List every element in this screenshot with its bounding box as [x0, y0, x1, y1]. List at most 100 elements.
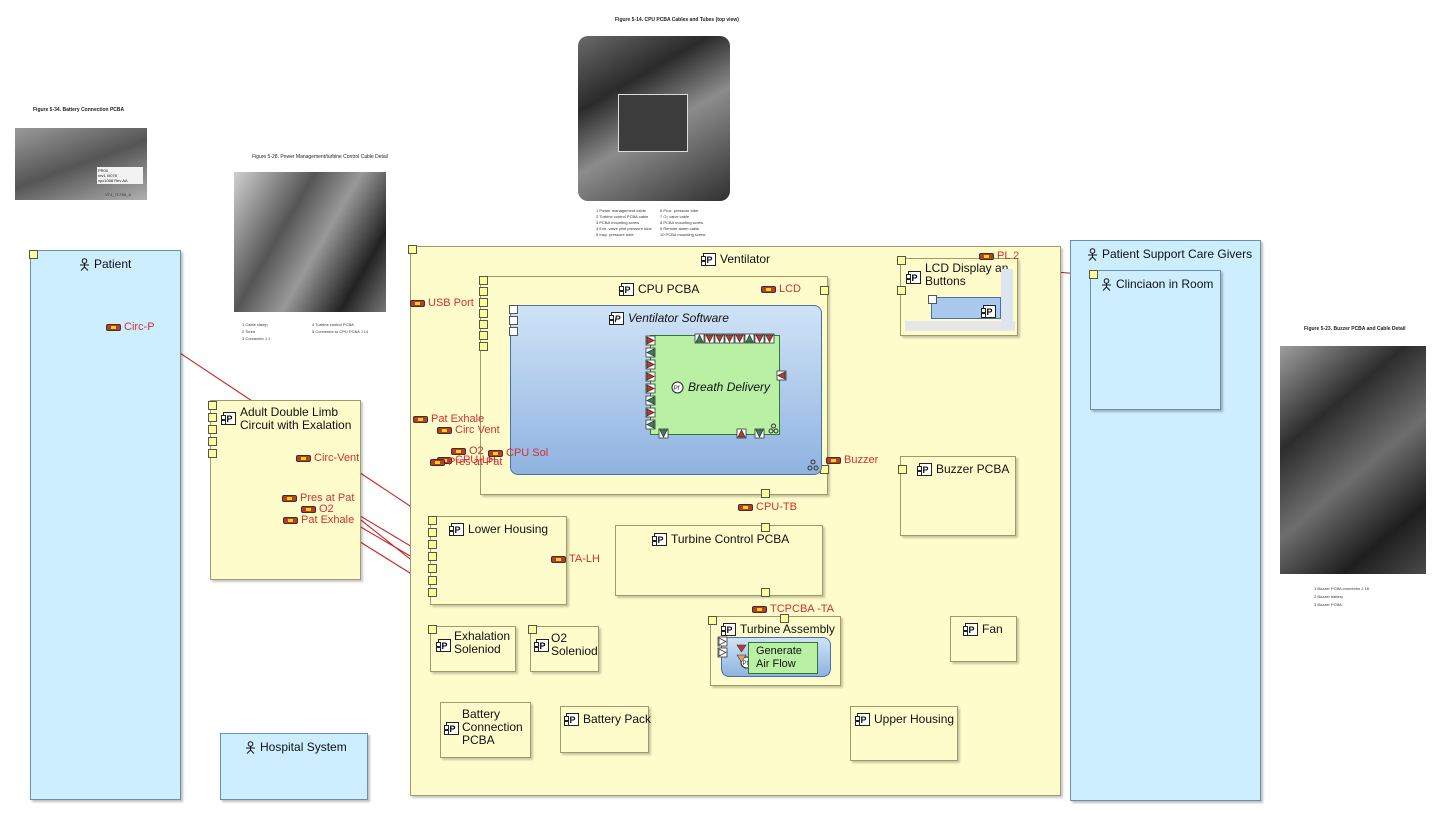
- legend-item: 1 Power management cable: [596, 208, 646, 213]
- exhalation-solenoid-part[interactable]: P Exhalation Soleniod: [430, 626, 516, 672]
- port[interactable]: [897, 286, 906, 295]
- port[interactable]: [408, 245, 417, 254]
- port[interactable]: [428, 540, 437, 549]
- part-icon: P: [449, 522, 464, 536]
- port[interactable]: [428, 516, 437, 525]
- flow-o2[interactable]: O2: [451, 445, 484, 457]
- cable-icon: [301, 505, 316, 513]
- breath-delivery-part[interactable]: Pf Breath Delivery: [650, 335, 780, 435]
- port[interactable]: [479, 276, 488, 285]
- port[interactable]: [208, 413, 217, 422]
- port[interactable]: [820, 286, 829, 295]
- flow-o2-left[interactable]: O2: [301, 503, 334, 515]
- port[interactable]: [208, 437, 217, 446]
- port[interactable]: [479, 320, 488, 329]
- flow-pl2[interactable]: PL 2: [979, 250, 1019, 262]
- port[interactable]: [208, 449, 217, 458]
- adult-circuit-part[interactable]: P Adult Double Limb Circuit with Exalati…: [210, 400, 361, 580]
- lower-housing-title-row: P Lower Housing: [449, 522, 548, 536]
- port[interactable]: [208, 425, 217, 434]
- buzzer-pcba-part[interactable]: P Buzzer PCBA: [900, 456, 1016, 536]
- flow-circ-p[interactable]: Circ-P: [106, 321, 155, 333]
- flow-circ-vent-left[interactable]: Circ-Vent: [296, 452, 359, 464]
- port[interactable]: [428, 588, 437, 597]
- generate-air-flow-part[interactable]: Pf Generate Air Flow: [721, 637, 831, 677]
- flow-usb-port[interactable]: USB Port: [410, 297, 474, 309]
- title-line: PCBA: [462, 733, 495, 747]
- lower-housing-part[interactable]: P Lower Housing: [430, 516, 567, 605]
- port[interactable]: [208, 401, 217, 410]
- port[interactable]: [479, 342, 488, 351]
- turbine-assembly-part[interactable]: P Turbine Assembly Pf Generate Air Flow: [710, 616, 841, 686]
- port[interactable]: [428, 564, 437, 573]
- port[interactable]: [428, 528, 437, 537]
- turbine-ports: [717, 636, 728, 658]
- flow-buzzer[interactable]: Buzzer: [826, 454, 878, 466]
- port[interactable]: [897, 256, 906, 265]
- port[interactable]: [898, 465, 907, 474]
- battery-pack-part[interactable]: P Battery Pack: [560, 706, 651, 753]
- patient-actor[interactable]: Patient: [30, 250, 181, 800]
- flow-cpu-tb[interactable]: CPU-TB: [738, 501, 797, 513]
- clinician-actor[interactable]: Clinciaon in Room: [1090, 270, 1221, 410]
- port[interactable]: [761, 489, 770, 498]
- flow-cpu-sol[interactable]: CPU Sol: [488, 447, 548, 459]
- part-icon: P: [981, 302, 996, 320]
- port[interactable]: [428, 552, 437, 561]
- flow-pres-at-pat[interactable]: Pres at Pat: [430, 456, 502, 468]
- board-label-line: vpc1058 Rev AA: [98, 178, 128, 183]
- legend-item: 1 Buzzer PCBA connector J 18: [1314, 586, 1369, 591]
- buzzer-figure-caption: Figure 5-23. Buzzer PCBA and Cable Detai…: [1304, 326, 1406, 332]
- title-line: LCD Display an: [925, 261, 1009, 275]
- flow-port-in: [646, 336, 655, 345]
- port[interactable]: [479, 309, 488, 318]
- port[interactable]: [780, 614, 789, 623]
- lcd-inner-software[interactable]: P: [931, 297, 1001, 319]
- board-label-line: PR00: [98, 168, 109, 173]
- turbine-control-pcba-part[interactable]: P Turbine Control PCBA: [615, 525, 823, 596]
- port[interactable]: [479, 287, 488, 296]
- part-icon-glyph: P: [221, 412, 236, 425]
- port[interactable]: [928, 295, 937, 304]
- fan-part[interactable]: P Fan: [950, 616, 1017, 662]
- part-icon: P: [221, 409, 236, 427]
- port[interactable]: [479, 331, 488, 340]
- flow-lcd[interactable]: LCD: [761, 283, 801, 295]
- part-icon: P: [701, 252, 716, 266]
- flow-ta-lh[interactable]: TA-LH: [551, 553, 600, 565]
- port[interactable]: [509, 305, 518, 314]
- port[interactable]: [509, 327, 518, 336]
- cpu-figure-caption: Figure 5-14. CPU PCBA Cables and Tubes (…: [615, 17, 739, 23]
- port[interactable]: [509, 316, 518, 325]
- port[interactable]: [428, 576, 437, 585]
- flow-pres-at-pat-left[interactable]: Pres at Pat: [282, 492, 354, 504]
- upper-housing-part[interactable]: P Upper Housing: [850, 706, 958, 761]
- battery-connection-pcba-part[interactable]: P Battery Connection PCBA: [440, 702, 531, 758]
- flow-pat-exhale-left[interactable]: Pat Exhale: [283, 514, 354, 526]
- legend-item: 2 Turbine control PCBA cable: [596, 214, 649, 219]
- software-title-row: P Ventilator Software: [609, 311, 729, 325]
- flow-label: LCD: [779, 283, 802, 295]
- flow-port-out: [705, 334, 714, 343]
- flow-tcpcba-ta[interactable]: TCPCBA -TA: [752, 603, 834, 615]
- legend-item: 5 Insp. pressure tube: [596, 232, 634, 237]
- flow-port-in: [718, 637, 727, 646]
- port[interactable]: [29, 250, 38, 259]
- port[interactable]: [708, 616, 717, 625]
- o2-solenoid-part[interactable]: P O2 Soleniod: [530, 626, 599, 672]
- fan-label: Fan: [982, 622, 1003, 636]
- port[interactable]: [1089, 270, 1098, 279]
- flow-port-in: [646, 372, 655, 381]
- part-icon: P: [609, 311, 624, 325]
- port[interactable]: [428, 625, 437, 634]
- port[interactable]: [479, 298, 488, 307]
- hospital-system-actor[interactable]: Hospital System: [220, 733, 368, 800]
- cable-icon: [283, 516, 298, 524]
- adult-circuit-title: Adult Double Limb Circuit with Exalation: [240, 406, 351, 432]
- port[interactable]: [761, 523, 770, 532]
- flow-pat-exhale[interactable]: Pat Exhale: [413, 413, 484, 425]
- port[interactable]: [528, 625, 537, 634]
- lcd-display-part[interactable]: P LCD Display an Buttons P: [900, 258, 1018, 336]
- port[interactable]: [761, 588, 770, 597]
- flow-circ-vent[interactable]: Circ Vent: [437, 424, 500, 436]
